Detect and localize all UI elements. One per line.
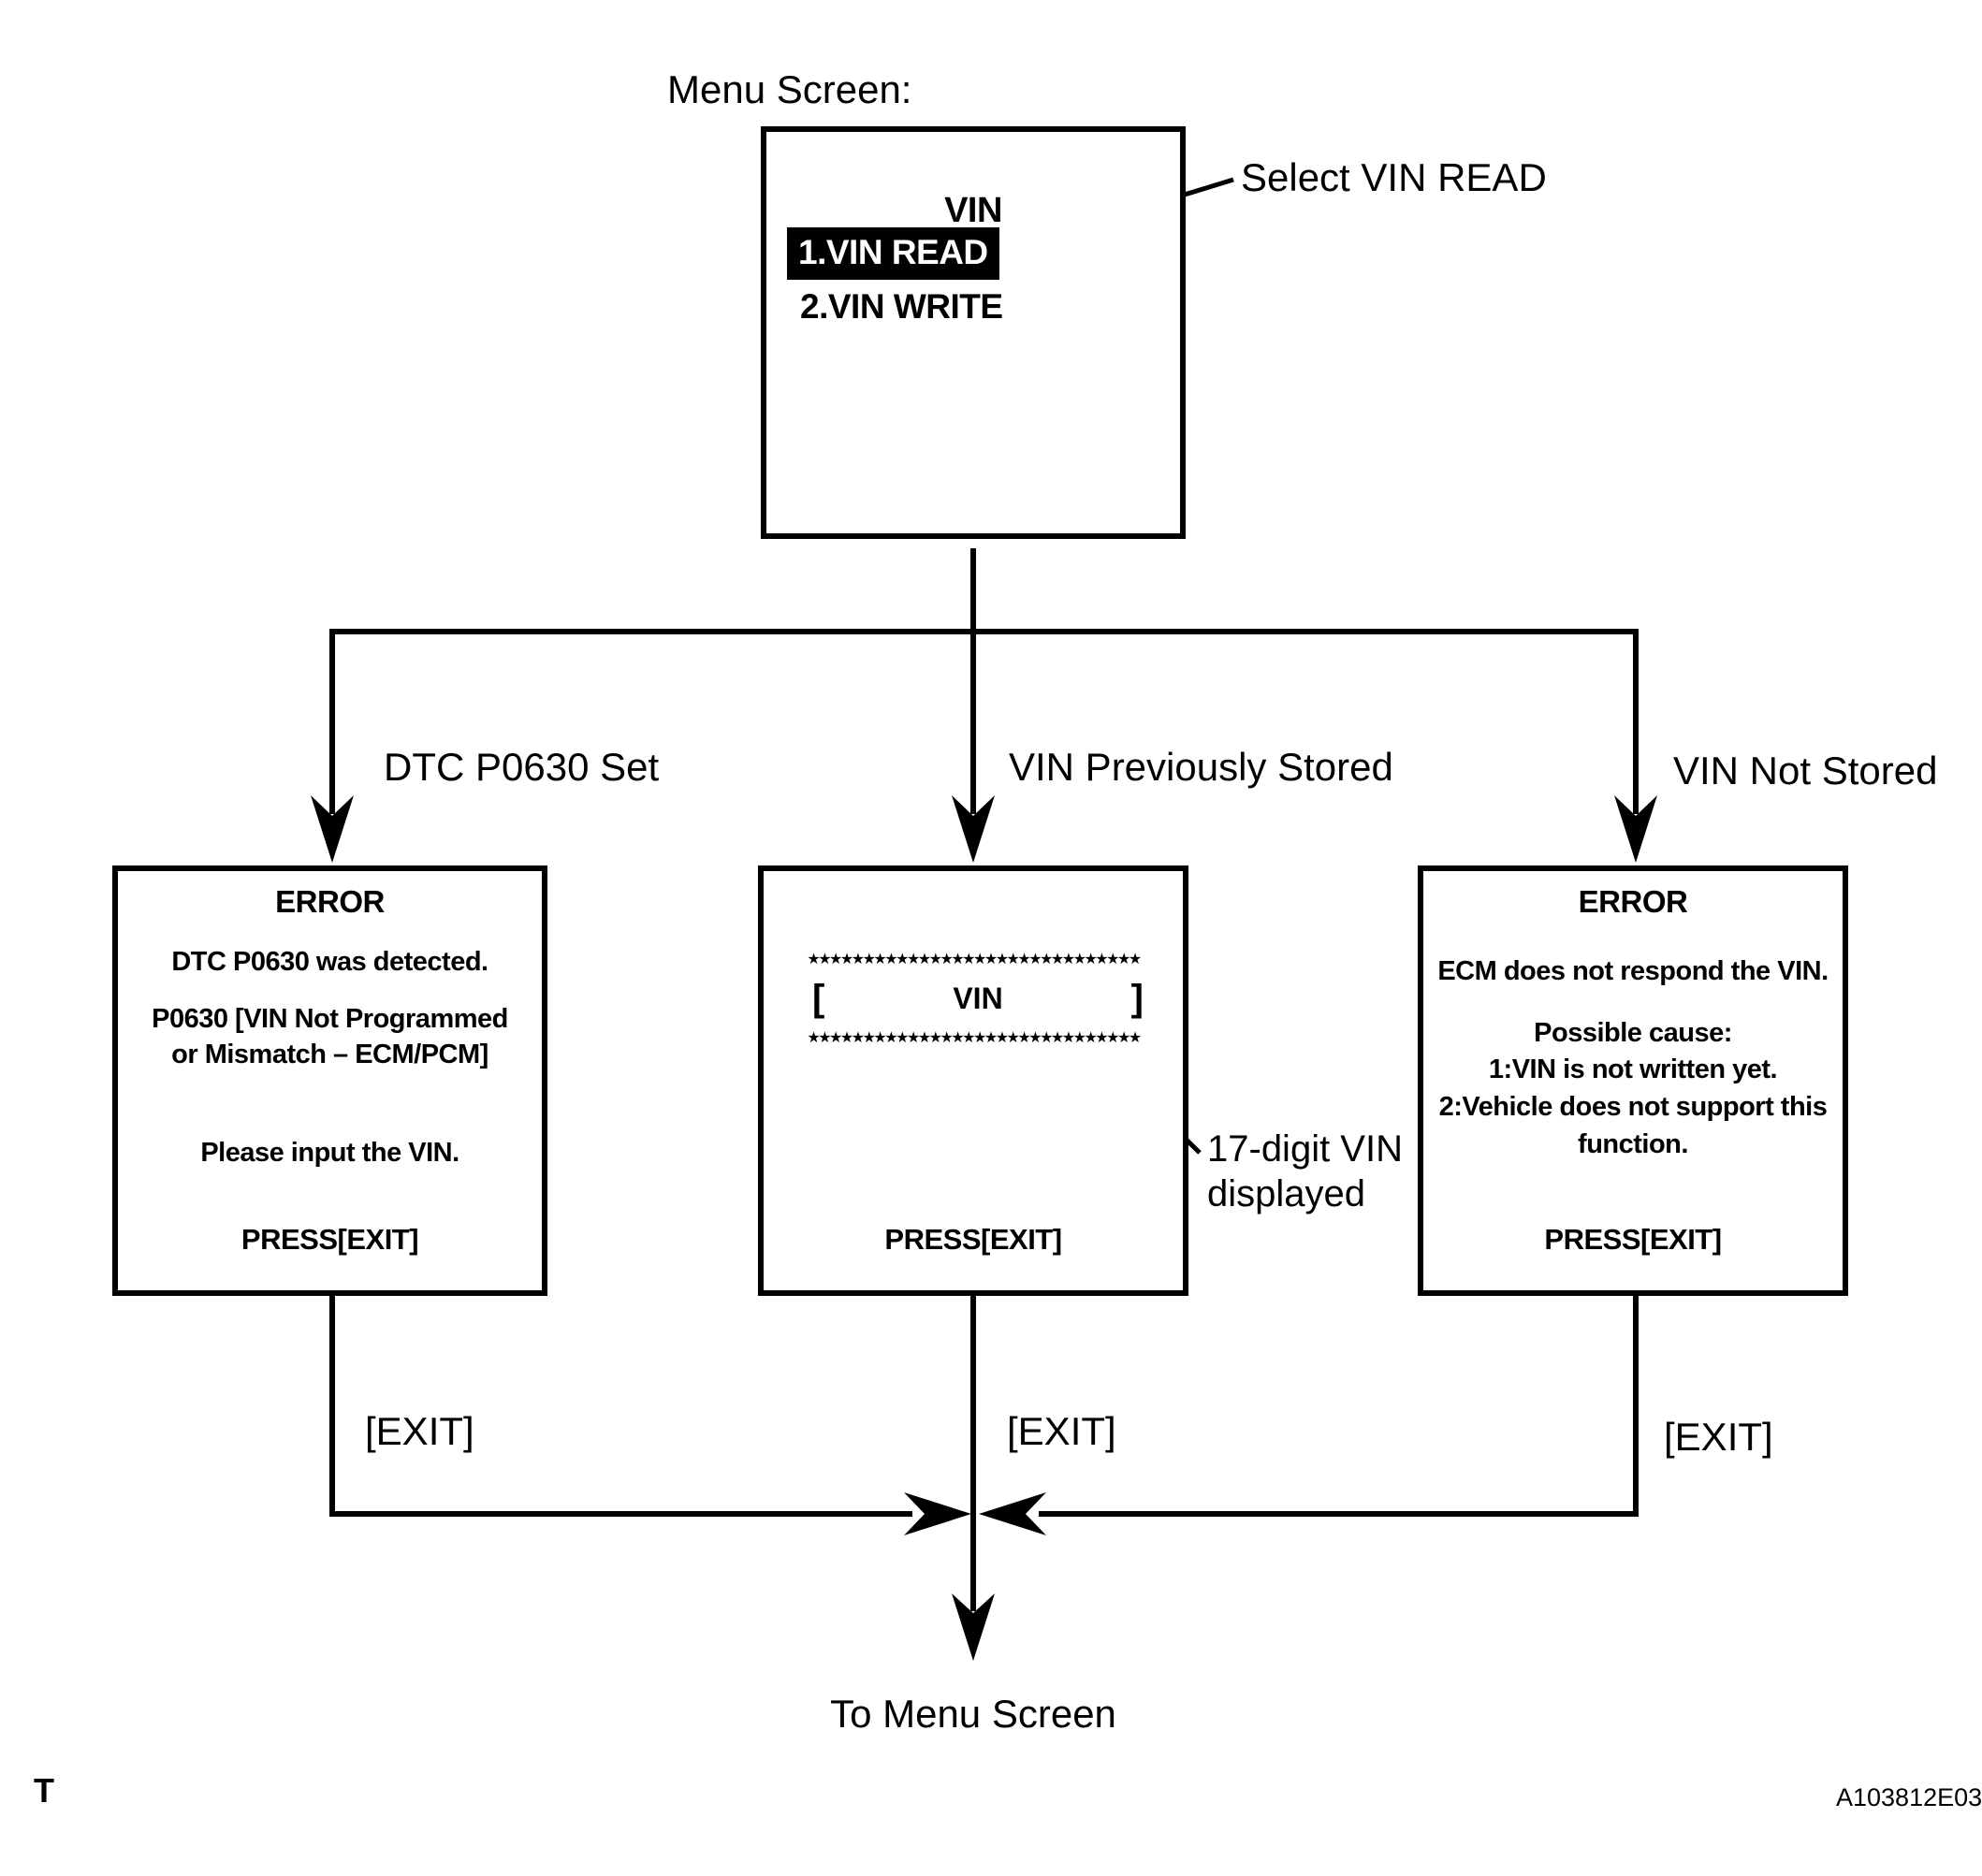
branch-label-vin-not-stored: VIN Not Stored: [1673, 749, 1938, 793]
star-row-top: ★★★★★★★★★★★★★★★★★★★★★★★★★★★★★★: [807, 950, 1142, 967]
error-dtc-press-exit: PRESS[EXIT]: [240, 1223, 419, 1256]
vin-display-box: ★★★★★★★★★★★★★★★★★★★★★★★★★★★★★★ [ VIN ] ★…: [758, 865, 1188, 1296]
menu-screen-label: Menu Screen:: [667, 67, 912, 111]
error-ecm-line4: 2:Vehicle does not support this: [1438, 1092, 1828, 1122]
exit-left-line: [329, 1296, 912, 1517]
exit-right-line: [1039, 1296, 1639, 1517]
error-ecm-box: ERROR ECM does not respond the VIN. Poss…: [1418, 865, 1848, 1296]
bracket-close: ]: [1130, 978, 1144, 1019]
vin-label: VIN: [953, 981, 1003, 1015]
error-ecm-line2: Possible cause:: [1534, 1018, 1732, 1048]
error-dtc-line3: or Mismatch – ECM/PCM]: [171, 1040, 488, 1069]
left-branch-arrowhead-icon: [311, 795, 354, 863]
branch-label-vin-stored: VIN Previously Stored: [1009, 745, 1393, 789]
error-dtc-box: ERROR DTC P0630 was detected. P0630 [VIN…: [112, 865, 547, 1296]
menu-item-vin-read: 1.VIN READ: [787, 227, 999, 280]
page-marker: T: [34, 1771, 54, 1810]
merge-left-arrowhead-icon: [979, 1492, 1046, 1535]
vin-display-press-exit: PRESS[EXIT]: [884, 1223, 1062, 1256]
annotation-17-digit-line1: 17-digit VIN: [1207, 1128, 1403, 1170]
figure-code: A103812E03: [1836, 1783, 1982, 1811]
to-menu-arrowhead-icon: [952, 1593, 995, 1661]
right-branch-arrowhead-icon: [1614, 795, 1657, 863]
error-ecm-line3: 1:VIN is not written yet.: [1488, 1054, 1778, 1084]
exit-label-left: [EXIT]: [365, 1409, 474, 1453]
error-ecm-title: ERROR: [1578, 884, 1688, 919]
error-dtc-line2: P0630 [VIN Not Programmed: [152, 1004, 508, 1034]
merge-right-arrowhead-icon: [904, 1492, 971, 1535]
menu-box: VIN 1.VIN READ 2.VIN WRITE: [761, 126, 1186, 539]
error-ecm-line5: function.: [1578, 1129, 1688, 1159]
error-ecm-line1: ECM does not respond the VIN.: [1437, 956, 1829, 986]
error-dtc-title: ERROR: [275, 884, 385, 919]
bracket-open: [: [812, 978, 825, 1019]
error-ecm-press-exit: PRESS[EXIT]: [1544, 1223, 1722, 1256]
to-menu-screen-label: To Menu Screen: [830, 1692, 1116, 1736]
star-row-bottom: ★★★★★★★★★★★★★★★★★★★★★★★★★★★★★★: [807, 1028, 1142, 1046]
menu-title: VIN: [944, 191, 1002, 230]
exit-label-right: [EXIT]: [1664, 1415, 1773, 1459]
vin-bracket-row: [ VIN ]: [812, 976, 1144, 1021]
branch-label-dtc-set: DTC P0630 Set: [384, 745, 660, 789]
middle-branch-arrowhead-icon: [952, 795, 995, 863]
menu-item-vin-write: 2.VIN WRITE: [800, 287, 1003, 326]
annotation-17-digit-line2: displayed: [1207, 1173, 1366, 1214]
exit-label-middle: [EXIT]: [1007, 1409, 1116, 1453]
select-callout-label: Select VIN READ: [1241, 155, 1547, 199]
error-dtc-line1: DTC P0630 was detected.: [171, 947, 488, 977]
error-dtc-line4: Please input the VIN.: [200, 1138, 459, 1168]
